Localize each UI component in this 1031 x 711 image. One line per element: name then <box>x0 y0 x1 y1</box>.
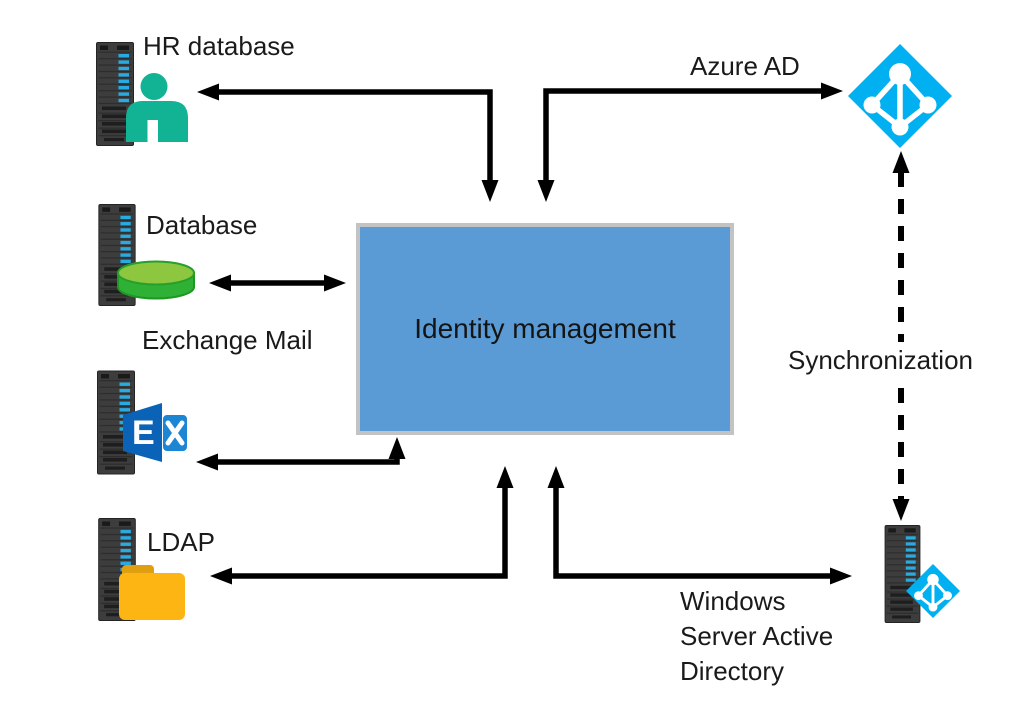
connector-identity-hr <box>197 83 499 202</box>
connector-identity-database <box>209 274 346 292</box>
azure-ad-icon <box>848 44 952 148</box>
connector-identity-azure <box>537 82 843 202</box>
exchange-mail-label: Exchange Mail <box>142 325 313 355</box>
ldap-label: LDAP <box>147 527 215 557</box>
hr-database-label: HR database <box>143 31 295 61</box>
connector-identity-ldap <box>210 466 514 585</box>
windows-server-ad-label: Windows Server Active Directory <box>680 586 834 686</box>
synchronization-label: Synchronization <box>783 342 978 379</box>
connector-identity-exchange <box>196 437 406 471</box>
identity-management-box: Identity management <box>356 223 734 435</box>
connector-sync-dashed <box>892 151 910 521</box>
azure-ad-label: Azure AD <box>690 51 800 81</box>
connector-identity-windows-ad <box>547 466 852 585</box>
windows-ad-server-icon <box>884 525 921 623</box>
svg-text:E: E <box>132 414 155 452</box>
identity-management-label: Identity management <box>414 313 676 344</box>
database-label: Database <box>146 210 258 240</box>
folder-icon <box>119 565 185 620</box>
person-icon <box>126 73 188 142</box>
exchange-logo-icon: E <box>123 403 189 462</box>
database-cylinder-icon <box>117 260 195 300</box>
